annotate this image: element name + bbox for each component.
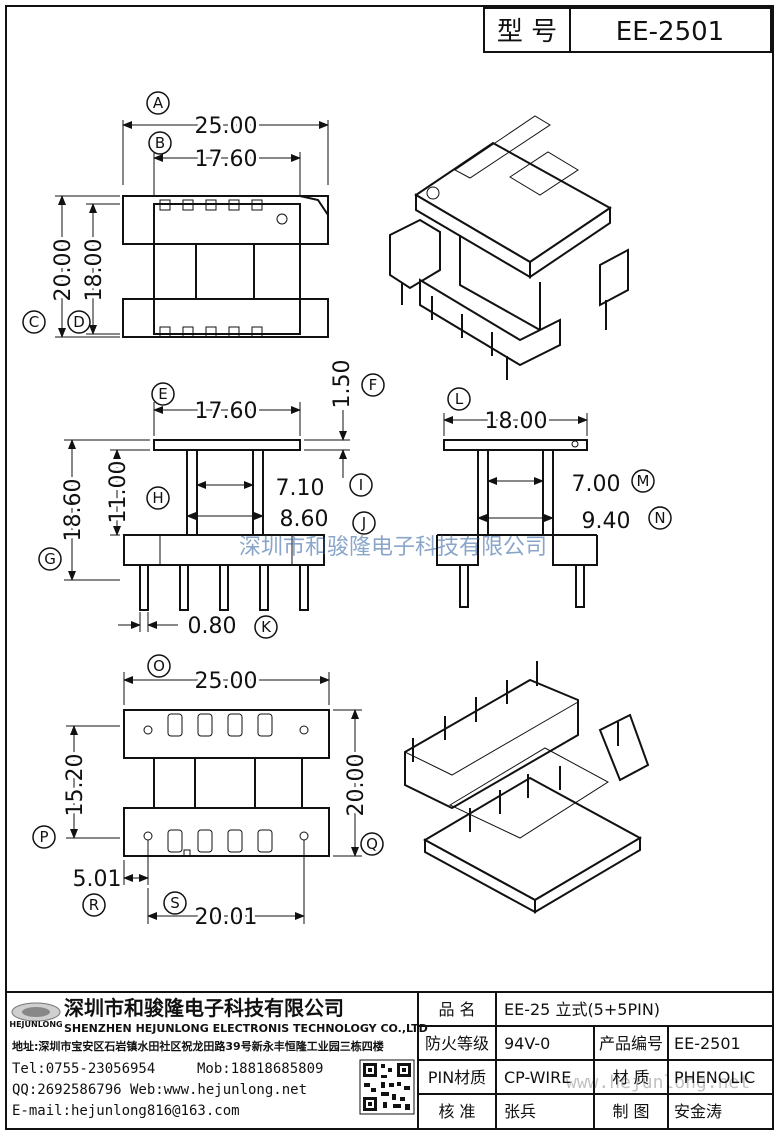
label-circle-l bbox=[447, 387, 471, 411]
label-circle-r bbox=[82, 893, 106, 917]
dim-i-value: 7.10 bbox=[276, 476, 325, 501]
label-letter-a: A bbox=[153, 94, 164, 112]
dim-b-value: 17.60 bbox=[195, 147, 258, 172]
row-code-value: EE-2501 bbox=[674, 1034, 741, 1053]
company-tel: Tel:0755-23056954 bbox=[12, 1061, 155, 1077]
company-address: 地址:深圳市宝安区石岩镇水田社区祝龙田路39号新永丰恒隆工业园三栋四楼 bbox=[12, 1039, 384, 1053]
isometric-bottom-view bbox=[404, 661, 650, 914]
label-letter-s: S bbox=[170, 894, 180, 912]
bottom-view: 25.00 15.20 20.00 5.01 20.01 bbox=[60, 666, 372, 933]
label-circle-d bbox=[67, 310, 91, 334]
dim-c-value: 20.00 bbox=[51, 239, 76, 302]
label-circle-q bbox=[360, 832, 384, 856]
row-material-label: 材 质 bbox=[612, 1068, 649, 1087]
company-email: E-mail:hejunlong816@163.com bbox=[12, 1103, 240, 1119]
label-letter-n: N bbox=[654, 509, 665, 527]
label-letter-j: J bbox=[361, 514, 366, 532]
model-header: 型 号 EE-2501 bbox=[483, 7, 772, 53]
label-circle-m bbox=[631, 469, 655, 493]
drawing-border bbox=[5, 5, 774, 1130]
company-qq-web: QQ:2692586796 Web:www.hejunlong.net bbox=[12, 1082, 307, 1098]
label-letter-m: M bbox=[637, 472, 650, 490]
dim-h-value: 11.00 bbox=[106, 461, 131, 524]
dim-s-value: 20.01 bbox=[195, 905, 258, 930]
dim-f-value: 1.50 bbox=[330, 360, 355, 409]
row-draw-value: 安金涛 bbox=[674, 1102, 722, 1121]
dim-j-value: 8.60 bbox=[280, 507, 329, 532]
company-mob: Mob:18818685809 bbox=[197, 1061, 323, 1077]
label-circle-f bbox=[361, 373, 385, 397]
model-label: 型 号 bbox=[497, 17, 557, 47]
label-letter-r: R bbox=[89, 896, 99, 914]
label-letter-g: G bbox=[44, 550, 56, 568]
logo-text: HEJUNLONG bbox=[9, 1020, 62, 1029]
watermark-company: 深圳市和骏隆电子科技有限公司 bbox=[239, 535, 547, 560]
row-pin-label: PIN材质 bbox=[428, 1068, 486, 1087]
company-name-en: SHENZHEN HEJUNLONG ELECTRONIS TECHNOLOGY… bbox=[64, 1022, 428, 1035]
row-fire-value: 94V-0 bbox=[504, 1034, 550, 1053]
row-approve-value: 张兵 bbox=[504, 1102, 536, 1121]
label-letter-c: C bbox=[29, 313, 39, 331]
label-circle-b bbox=[148, 131, 172, 155]
row-name-value: EE-25 立式(5+5PIN) bbox=[504, 1000, 660, 1019]
dimension-label-circles: A B C D E F G H I J K L M N O P Q R S bbox=[22, 91, 672, 917]
watermark-site: www.hejunlong.net bbox=[566, 1072, 750, 1093]
label-letter-l: L bbox=[455, 390, 464, 408]
dim-r-value: 5.01 bbox=[73, 867, 122, 892]
label-letter-i: I bbox=[359, 476, 363, 494]
label-letter-k: K bbox=[261, 618, 272, 636]
row-material-value: PHENOLIC bbox=[674, 1068, 755, 1087]
label-letter-q: Q bbox=[366, 835, 378, 853]
label-circle-i bbox=[349, 473, 373, 497]
row-draw-label: 制 图 bbox=[612, 1102, 649, 1121]
qr-code bbox=[359, 1059, 415, 1115]
label-circle-p bbox=[32, 825, 56, 849]
label-circle-n bbox=[648, 506, 672, 530]
model-value: EE-2501 bbox=[616, 17, 724, 47]
title-block: HEJUNLONG 深圳市和骏隆电子科技有限公司 SHENZHEN HEJUNL… bbox=[5, 991, 774, 1130]
dim-o-value: 25.00 bbox=[195, 669, 258, 694]
label-circle-k bbox=[254, 615, 278, 639]
isometric-top-view bbox=[389, 115, 629, 380]
label-circle-a bbox=[146, 91, 170, 115]
row-code-label: 产品编号 bbox=[599, 1034, 663, 1053]
company-logo: HEJUNLONG bbox=[9, 1002, 63, 1029]
dim-k-value: 0.80 bbox=[188, 614, 237, 639]
row-pin-value: CP-WIRE bbox=[504, 1068, 571, 1087]
label-circle-o bbox=[147, 654, 171, 678]
dim-l-value: 18.00 bbox=[485, 409, 548, 434]
label-letter-b: B bbox=[155, 134, 165, 152]
label-circle-c bbox=[22, 310, 46, 334]
top-view: 25.00 17.60 20.00 18.00 bbox=[48, 111, 329, 338]
side-view: 18.00 7.00 9.40 bbox=[436, 406, 631, 608]
row-name-label: 品 名 bbox=[438, 1000, 475, 1019]
front-view: 17.60 1.50 18.60 11.00 7.10 8.60 0.80 bbox=[58, 360, 355, 639]
label-circle-h bbox=[146, 486, 170, 510]
label-letter-d: D bbox=[73, 313, 85, 331]
dim-m-value: 7.00 bbox=[572, 472, 621, 497]
row-fire-label: 防火等级 bbox=[425, 1034, 489, 1053]
label-circle-s bbox=[163, 891, 187, 915]
row-approve-label: 核 准 bbox=[438, 1102, 475, 1121]
label-letter-f: F bbox=[369, 376, 378, 394]
dim-d-value: 18.00 bbox=[82, 239, 107, 302]
label-circle-j bbox=[352, 511, 376, 535]
dim-a-value: 25.00 bbox=[195, 114, 258, 139]
label-circle-e bbox=[151, 382, 175, 406]
label-letter-e: E bbox=[158, 385, 167, 403]
dim-q-value: 20.00 bbox=[344, 754, 369, 817]
dim-p-value: 15.20 bbox=[63, 754, 88, 817]
dim-n-value: 9.40 bbox=[582, 509, 631, 534]
label-letter-o: O bbox=[153, 657, 165, 675]
dim-g-value: 18.60 bbox=[61, 479, 86, 542]
label-circle-g bbox=[38, 547, 62, 571]
label-letter-h: H bbox=[152, 489, 163, 507]
label-letter-p: P bbox=[39, 828, 48, 846]
dim-e-value: 17.60 bbox=[195, 399, 258, 424]
company-name-cn: 深圳市和骏隆电子科技有限公司 bbox=[64, 996, 344, 1020]
